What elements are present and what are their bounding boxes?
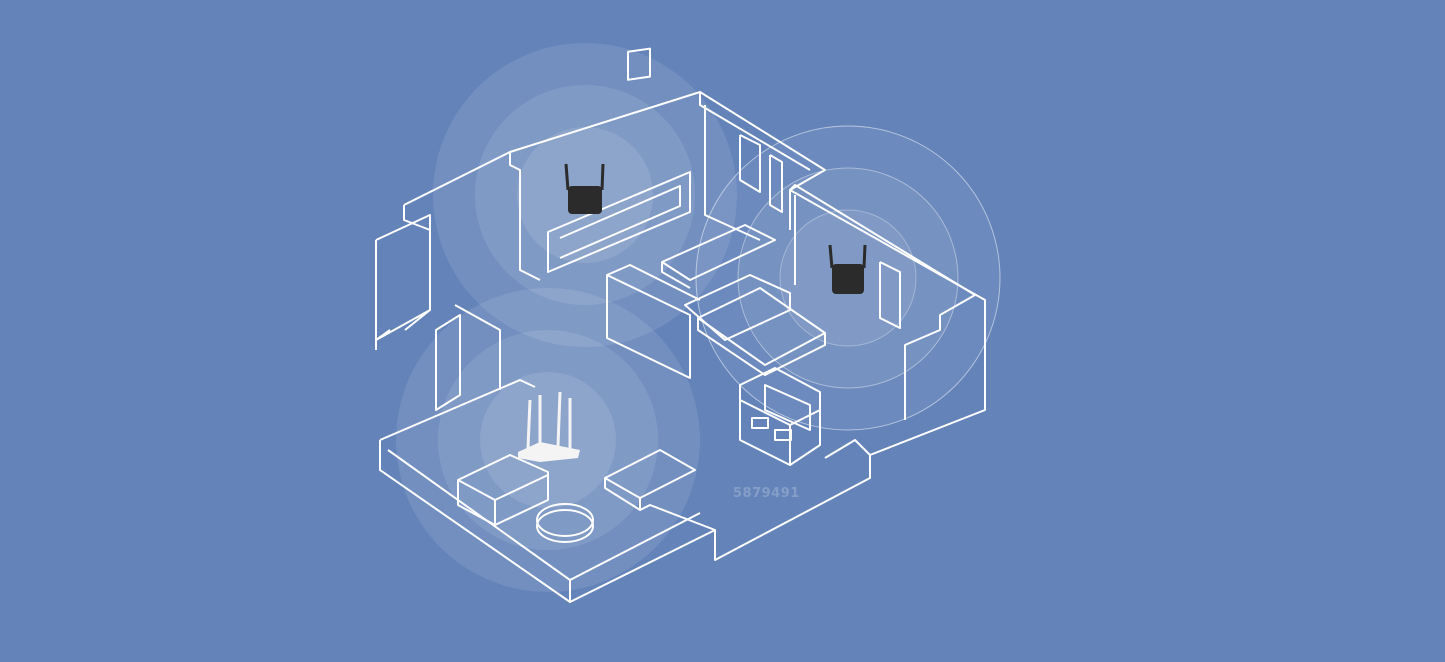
signal-waves-bottom-left	[396, 288, 700, 592]
wifi-extender-top-left	[564, 163, 605, 214]
house-outline	[375, 47, 986, 603]
watermark: 5879491	[733, 486, 800, 501]
wifi-router	[518, 391, 580, 462]
wifi-extender-right	[828, 244, 867, 294]
